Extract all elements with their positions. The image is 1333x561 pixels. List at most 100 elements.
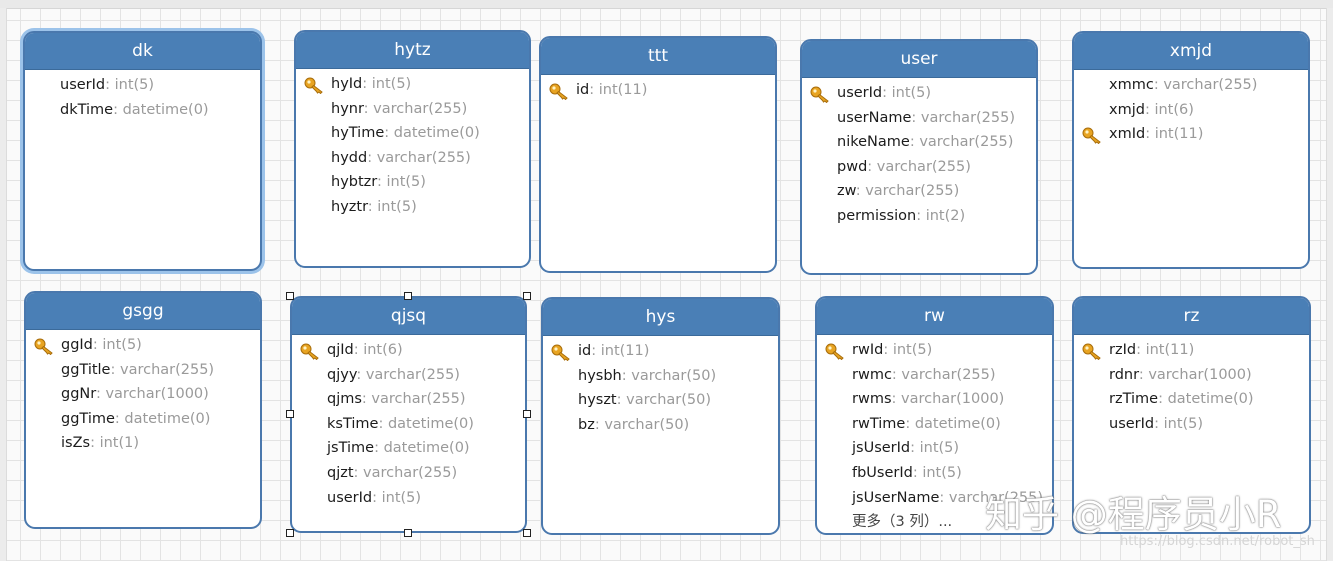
field-row[interactable]: qjzt: varchar(255): [292, 461, 525, 486]
field-row[interactable]: userId: int(5): [1074, 412, 1309, 437]
table-hys[interactable]: hys id: int(11)hysbh: varchar(50)hyszt: v…: [541, 297, 780, 535]
table-ttt[interactable]: ttt id: int(11): [539, 36, 777, 273]
field-type: varchar(255): [865, 183, 960, 200]
field-row[interactable]: hyTime: datetime(0): [296, 121, 529, 146]
field-row[interactable]: ksTime: datetime(0): [292, 412, 525, 437]
table-gsgg[interactable]: gsgg ggId: int(5)ggTitle: varchar(255)ggN…: [24, 291, 262, 529]
resize-handle-s[interactable]: [404, 529, 412, 537]
field-row[interactable]: xmmc: varchar(255): [1074, 73, 1308, 98]
field-row[interactable]: rwId: int(5): [817, 338, 1052, 363]
field-row[interactable]: id: int(11): [543, 339, 778, 364]
field-row[interactable]: rwms: varchar(1000): [817, 387, 1052, 412]
field-row[interactable]: ggTime: datetime(0): [26, 407, 260, 432]
resize-handle-se[interactable]: [523, 529, 531, 537]
field-row[interactable]: ggId: int(5): [26, 333, 260, 358]
table-header-ttt[interactable]: ttt: [541, 38, 775, 75]
table-header-hytz[interactable]: hytz: [296, 32, 529, 69]
field-name: userId: [837, 85, 883, 101]
field-type: int(6): [363, 342, 403, 358]
field-row[interactable]: hyId: int(5): [296, 72, 529, 97]
table-header-rw[interactable]: rw: [817, 298, 1052, 335]
field-separator: :: [374, 440, 384, 457]
table-qjsq[interactable]: qjsq qjId: int(6)qjyy: varchar(255)qjms: …: [290, 296, 527, 533]
table-header-gsgg[interactable]: gsgg: [26, 293, 260, 330]
field-row[interactable]: userId: int(5): [25, 73, 260, 98]
field-row[interactable]: rwmc: varchar(255): [817, 363, 1052, 388]
field-separator: :: [92, 337, 103, 353]
resize-handle-nw[interactable]: [286, 292, 294, 300]
field-type: int(5): [386, 174, 426, 191]
field-type: varchar(255): [365, 366, 460, 383]
field-row[interactable]: xmjd: int(6): [1074, 98, 1308, 123]
field-row[interactable]: nikeName: varchar(255): [802, 130, 1036, 155]
field-row[interactable]: hysbh: varchar(50): [543, 364, 778, 389]
field-separator: :: [114, 410, 125, 427]
field-type: datetime(0): [383, 440, 470, 457]
field-row[interactable]: zw: varchar(255): [802, 179, 1036, 204]
field-separator: :: [1153, 77, 1164, 93]
field-row[interactable]: jsUserName: varchar(255): [817, 486, 1052, 511]
canvas-left-scrollbar[interactable]: [0, 8, 7, 561]
table-hytz[interactable]: hytz hyId: int(5)hynr: varchar(255)hyTime…: [294, 30, 531, 268]
field-row[interactable]: ggNr: varchar(1000): [26, 382, 260, 407]
field-type: varchar(255): [948, 489, 1044, 506]
field-row[interactable]: dkTime: datetime(0): [25, 98, 260, 123]
table-rz[interactable]: rz rzId: int(11)rdnr: varchar(1000)rzTime…: [1072, 296, 1311, 534]
field-row[interactable]: permission: int(2): [802, 204, 1036, 229]
field-row[interactable]: hybtzr: int(5): [296, 170, 529, 195]
field-name: userName: [837, 109, 912, 126]
table-header-dk[interactable]: dk: [25, 33, 260, 70]
field-separator: :: [1138, 366, 1149, 383]
canvas-right-scrollbar[interactable]: [1326, 8, 1333, 561]
field-row[interactable]: id: int(11): [541, 78, 775, 103]
field-row[interactable]: rwTime: datetime(0): [817, 412, 1052, 437]
field-row[interactable]: userId: int(5): [292, 486, 525, 511]
field-separator: :: [912, 464, 923, 481]
field-name: ksTime: [327, 415, 379, 432]
more-columns-link[interactable]: 更多（3 列）...: [852, 514, 953, 531]
field-row[interactable]: rzTime: datetime(0): [1074, 387, 1309, 412]
table-header-qjsq[interactable]: qjsq: [292, 298, 525, 335]
field-row[interactable]: fbUserId: int(5): [817, 461, 1052, 486]
field-name: xmmc: [1109, 77, 1154, 93]
field-name: userId: [1109, 415, 1155, 432]
field-name: hybtzr: [331, 174, 377, 191]
field-type: int(11): [600, 343, 650, 359]
table-header-user[interactable]: user: [802, 41, 1036, 78]
resize-handle-e[interactable]: [523, 410, 531, 418]
table-user[interactable]: user userId: int(5)userName: varchar(255)…: [800, 39, 1038, 275]
field-row[interactable]: hyszt: varchar(50): [543, 388, 778, 413]
resize-handle-w[interactable]: [286, 410, 294, 418]
table-header-hys[interactable]: hys: [543, 299, 778, 336]
table-xmjd[interactable]: xmjd xmmc: varchar(255)xmjd: int(6)xmId: …: [1072, 31, 1310, 269]
field-row[interactable]: qjms: varchar(255): [292, 387, 525, 412]
field-row[interactable]: ggTitle: varchar(255): [26, 358, 260, 383]
resize-handle-sw[interactable]: [286, 529, 294, 537]
field-row[interactable]: hydd: varchar(255): [296, 146, 529, 171]
field-row[interactable]: qjyy: varchar(255): [292, 363, 525, 388]
field-row[interactable]: hynr: varchar(255): [296, 97, 529, 122]
field-row[interactable]: userId: int(5): [802, 81, 1036, 106]
field-row[interactable]: jsTime: datetime(0): [292, 436, 525, 461]
field-type: varchar(255): [376, 149, 471, 166]
table-dk[interactable]: dk userId: int(5)dkTime: datetime(0): [23, 31, 262, 271]
table-rw[interactable]: rw rwId: int(5)rwmc: varchar(255)rwms: va…: [815, 296, 1054, 535]
field-row[interactable]: isZs: int(1): [26, 431, 260, 456]
field-row[interactable]: xmId: int(11): [1074, 122, 1308, 147]
field-type: int(6): [1154, 101, 1194, 118]
field-row[interactable]: rdnr: varchar(1000): [1074, 363, 1309, 388]
resize-handle-ne[interactable]: [523, 292, 531, 300]
table-header-xmjd[interactable]: xmjd: [1074, 33, 1308, 70]
field-row[interactable]: userName: varchar(255): [802, 106, 1036, 131]
field-type: datetime(0): [387, 415, 474, 432]
field-separator: :: [1145, 126, 1155, 143]
field-row[interactable]: bz: varchar(50): [543, 413, 778, 438]
resize-handle-n[interactable]: [404, 292, 412, 300]
field-row[interactable]: jsUserId: int(5): [817, 436, 1052, 461]
field-row[interactable]: hyztr: int(5): [296, 195, 529, 220]
table-header-rz[interactable]: rz: [1074, 298, 1309, 335]
field-row[interactable]: qjId: int(6): [292, 338, 525, 363]
field-type: datetime(0): [124, 410, 211, 427]
field-row[interactable]: pwd: varchar(255): [802, 155, 1036, 180]
field-row[interactable]: rzId: int(11): [1074, 338, 1309, 363]
